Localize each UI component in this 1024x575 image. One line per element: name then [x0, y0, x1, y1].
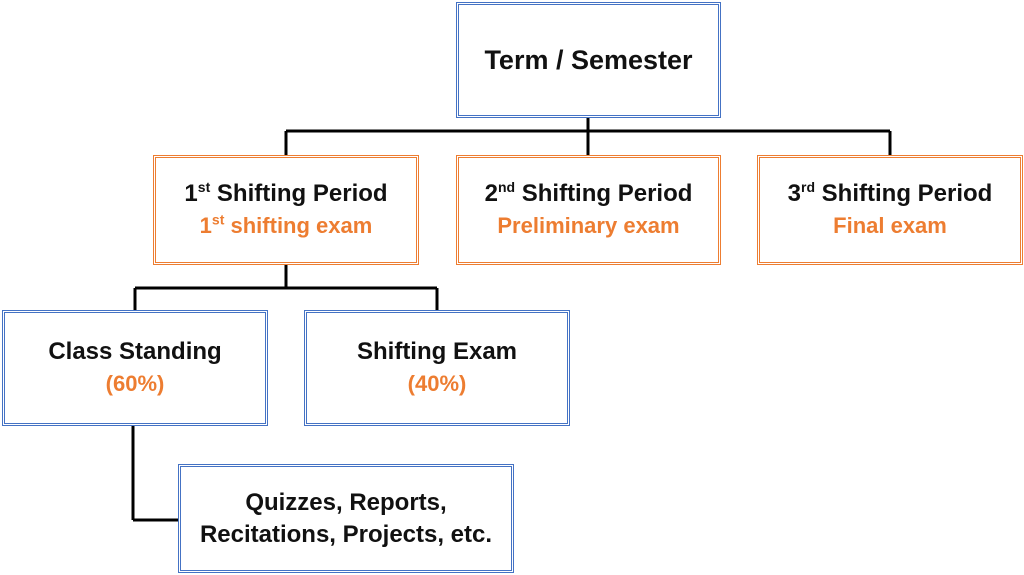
- component-node-class-standing: Class Standing (60%): [2, 310, 268, 426]
- period-2-exam: Preliminary exam: [497, 213, 680, 238]
- period-2-title: 2nd Shifting Period: [484, 179, 693, 207]
- period-1-title: 1st Shifting Period: [184, 179, 388, 207]
- period-node-1: 1st Shifting Period 1st shifting exam: [153, 155, 419, 265]
- details-line-2: Recitations, Projects, etc.: [199, 520, 493, 548]
- details-node: Quizzes, Reports, Recitations, Projects,…: [178, 464, 514, 573]
- period-node-2: 2nd Shifting Period Preliminary exam: [456, 155, 721, 265]
- period-3-title: 3rd Shifting Period: [787, 179, 993, 207]
- component-1-title: Class Standing: [48, 338, 222, 365]
- root-title: Term / Semester: [484, 45, 693, 75]
- root-node: Term / Semester: [456, 2, 721, 118]
- period-3-exam: Final exam: [833, 213, 947, 238]
- component-1-weight: (60%): [105, 371, 165, 396]
- details-line-1: Quizzes, Reports,: [245, 488, 447, 516]
- component-2-weight: (40%): [407, 371, 467, 396]
- period-node-3: 3rd Shifting Period Final exam: [757, 155, 1023, 265]
- component-node-shifting-exam: Shifting Exam (40%): [304, 310, 570, 426]
- component-2-title: Shifting Exam: [356, 338, 518, 365]
- period-1-exam: 1st shifting exam: [199, 211, 373, 238]
